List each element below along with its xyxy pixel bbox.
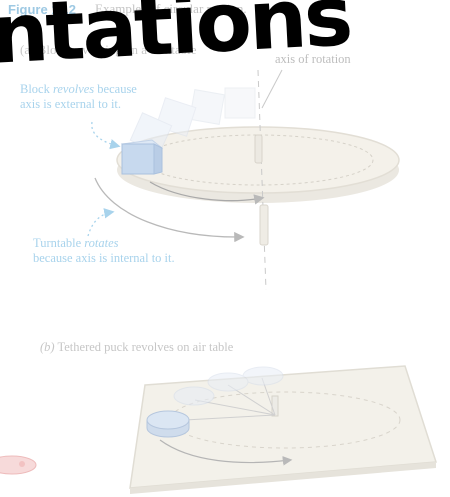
part-b-prefix: (b) [40,340,55,354]
block-annotation: Block revolves because axis is external … [20,82,137,112]
part-b-text: Tethered puck revolves on air table [57,340,233,354]
puck [147,411,189,437]
block-annotation-suffix: because [97,82,137,96]
block-annotation-line2: axis is external to it. [20,97,121,111]
axis-callout-leader [262,70,282,108]
block [122,140,162,174]
turntable-annotation: Turntable rotates because axis is intern… [33,236,175,266]
block-annotation-italic: revolves [53,82,94,96]
part-b-title: (b) Tethered puck revolves on air table [40,340,233,355]
turntable-callout-leader [88,212,112,236]
block-annotation-prefix: Block [20,82,50,96]
turntable-annotation-italic: rotates [84,236,118,250]
turntable-annotation-prefix: Turntable [33,236,81,250]
block-callout-leader [92,122,118,146]
turntable-annotation-line2: because axis is internal to it. [33,251,175,265]
pink-shape [0,456,36,474]
